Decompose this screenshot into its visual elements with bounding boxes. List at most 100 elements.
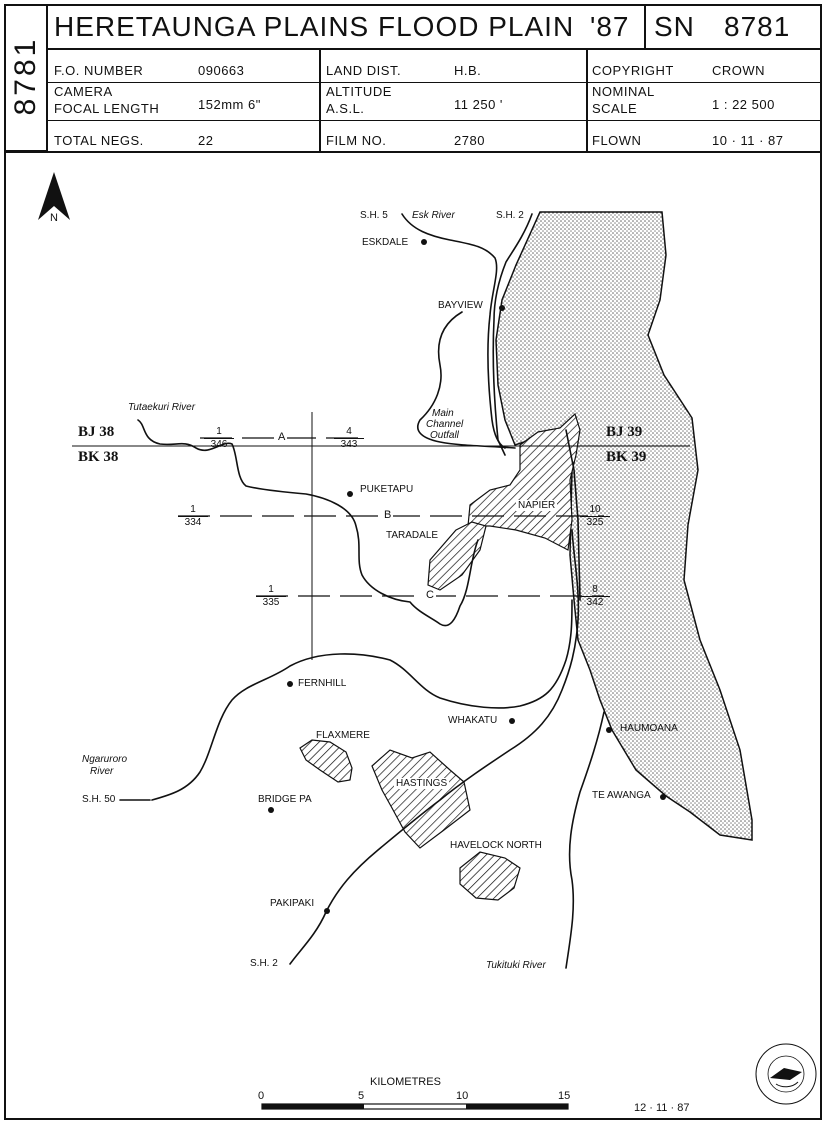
- run-c-label: C: [424, 589, 436, 601]
- place-eskdale: ESKDALE: [362, 237, 409, 248]
- film-label: FILM NO.: [326, 133, 387, 148]
- main-channel-outfall: [416, 311, 516, 449]
- taradale-urban-area: [427, 521, 487, 591]
- place-pakipaki: PAKIPAKI: [270, 898, 315, 909]
- land-value: H.B.: [454, 63, 482, 78]
- scale-tick-5: 5: [358, 1090, 365, 1102]
- sheet-label-bk39: BK 39: [606, 449, 647, 465]
- ngaruroro-river-label: Ngaruroro: [82, 754, 128, 765]
- place-taradale: TARADALE: [384, 530, 441, 541]
- sn-label: SN: [654, 11, 695, 42]
- header-col-divider-2: [586, 48, 588, 152]
- sh2-north-label: S.H. 2: [496, 210, 524, 221]
- place-fernhill: FERNHILL: [298, 678, 347, 689]
- sheet-label-bj38: BJ 38: [78, 424, 115, 440]
- run-a-end-num: 4: [334, 426, 364, 439]
- run-b-end-den: 325: [586, 517, 604, 528]
- run-a-label: A: [276, 431, 288, 443]
- copyright-label: COPYRIGHT: [592, 63, 674, 78]
- run-b-start-frame: 1 334: [178, 504, 208, 529]
- run-a-start-frame: 1 346: [204, 426, 234, 451]
- place-flaxmere: FLAXMERE: [316, 730, 370, 741]
- scale-tick-10: 10: [456, 1090, 469, 1102]
- header-divider-row1: [48, 82, 822, 83]
- bayview-dot: [499, 305, 505, 311]
- aerial-mapping-logo: [755, 1043, 817, 1105]
- focal-length-label: FOCAL LENGTH: [54, 101, 160, 116]
- fernhill-dot: [287, 681, 293, 687]
- sh50-label: S.H. 50: [82, 794, 116, 805]
- run-b-start-num: 1: [178, 504, 208, 517]
- sheet-label-bk38: BK 38: [78, 449, 119, 465]
- focal-length-value: 152mm 6": [198, 97, 261, 112]
- outfall-label-3: Outfall: [430, 430, 459, 441]
- place-hastings: HASTINGS: [394, 778, 450, 789]
- altitude-value: 11 250 ': [454, 97, 503, 112]
- place-bayview: BAYVIEW: [438, 300, 483, 311]
- run-b-label: B: [382, 509, 394, 521]
- altitude-label: ALTITUDE: [326, 84, 392, 99]
- flown-label: FLOWN: [592, 133, 642, 148]
- nominal-label: NOMINAL: [592, 84, 655, 99]
- scale-value: 1 : 22 500: [712, 97, 775, 112]
- title-divider: [644, 4, 646, 50]
- sh2-south-label: S.H. 2: [250, 958, 278, 969]
- scale-label: SCALE: [592, 101, 638, 116]
- run-c-end-frame: 8 342: [580, 584, 610, 609]
- ngaruroro-river-line: [151, 599, 573, 801]
- run-b-end-frame: 10 325: [580, 504, 610, 529]
- run-c-start-den: 335: [262, 597, 280, 608]
- scale-tick-15: 15: [558, 1090, 571, 1102]
- asl-label: A.S.L.: [326, 101, 365, 116]
- run-c-end-den: 342: [586, 597, 604, 608]
- hastings-urban-area: [371, 749, 471, 849]
- tukituki-river-label: Tukituki River: [486, 960, 546, 971]
- header-divider-row2: [48, 120, 822, 121]
- place-bridge-pa: BRIDGE PA: [258, 794, 312, 805]
- sh2-south-road: [289, 529, 580, 965]
- land-label: LAND DIST.: [326, 63, 402, 78]
- place-havelock-north: HAVELOCK NORTH: [450, 840, 542, 851]
- te-awanga-dot: [660, 794, 666, 800]
- run-c-start-num: 1: [256, 584, 286, 597]
- footer-date: 12 · 11 · 87: [634, 1102, 690, 1114]
- run-a-end-den: 343: [340, 439, 358, 450]
- total-negs-value: 22: [198, 133, 214, 148]
- sh5-label: S.H. 5: [360, 210, 388, 221]
- esk-river-line: [401, 213, 506, 449]
- tukituki-river-line: [565, 711, 605, 969]
- header-divider-title: [48, 48, 822, 50]
- camera-label: CAMERA: [54, 84, 113, 99]
- flown-value: 10 · 11 · 87: [712, 133, 784, 148]
- ngaruroro-river-label-2: River: [90, 766, 114, 777]
- flaxmere-urban-area: [299, 739, 353, 783]
- outfall-label-2: Channel: [426, 419, 464, 430]
- sh2-north-road: [492, 213, 533, 456]
- scale-bar-title: KILOMETRES: [370, 1076, 441, 1088]
- sheet-label-bj39: BJ 39: [606, 424, 643, 440]
- sea-area: [495, 211, 753, 841]
- esk-river-label: Esk River: [412, 210, 455, 221]
- outfall-label-1: Main: [432, 408, 454, 419]
- header-divider-bottom: [4, 151, 822, 153]
- fo-label: F.O. NUMBER: [54, 63, 144, 78]
- sn-number: 8781: [724, 11, 791, 42]
- coast-road-line: [565, 429, 581, 601]
- scale-bar-graphic: [261, 1103, 569, 1110]
- run-b-end-num: 10: [580, 504, 610, 517]
- bridge-pa-dot: [268, 807, 274, 813]
- run-a-end-frame: 4 343: [334, 426, 364, 451]
- north-label: N: [50, 212, 58, 224]
- tutaekuri-river-line: [137, 419, 479, 627]
- place-puketapu: PUKETAPU: [360, 484, 414, 495]
- place-whakatu: WHAKATU: [448, 715, 498, 726]
- run-c-start-frame: 1 335: [256, 584, 286, 609]
- total-negs-label: TOTAL NEGS.: [54, 133, 144, 148]
- place-haumoana: HAUMOANA: [620, 723, 678, 734]
- run-a-start-num: 1: [204, 426, 234, 439]
- run-b-start-den: 334: [184, 517, 202, 528]
- whakatu-dot: [509, 718, 515, 724]
- place-napier: NAPIER: [516, 500, 558, 511]
- copyright-value: CROWN: [712, 63, 766, 78]
